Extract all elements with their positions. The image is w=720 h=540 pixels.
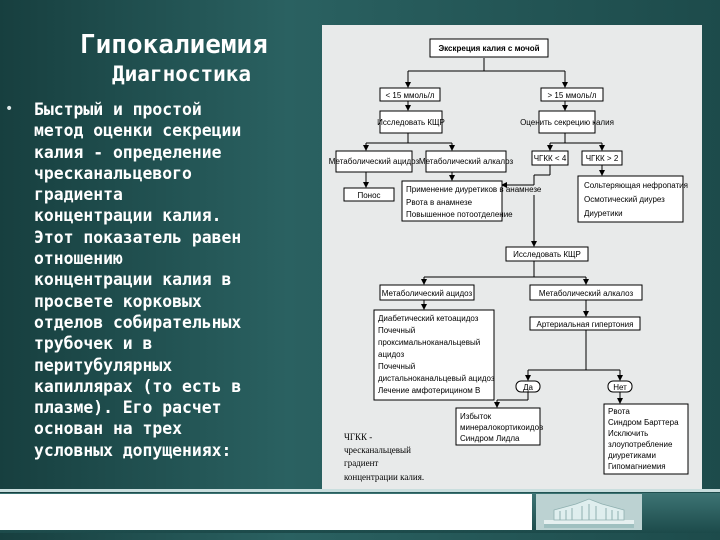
flowchart-boxes <box>335 38 689 475</box>
body-line: метод оценки секреции <box>34 121 242 141</box>
no-cause: злоупотребление <box>608 440 673 449</box>
node-metab-acidosis-2: Метаболический ацидоз <box>382 289 473 298</box>
node-sweating: Повышенное потоотделение <box>406 210 513 219</box>
node-investigate-kshr-2: Исследовать КЩР <box>513 250 581 259</box>
body-line: основан на трех <box>34 419 183 439</box>
yes-cause: Избыток <box>460 412 492 421</box>
node-diarrhea: Понос <box>357 191 380 200</box>
footnote-line: концентрации калия. <box>344 472 424 482</box>
footnote-line: ЧГКК - <box>344 432 372 442</box>
acidosis-cause: дистальноканальцевый ацидоз <box>378 374 495 383</box>
no-cause: диуретиками <box>608 451 656 460</box>
body-line: отношению <box>34 249 123 269</box>
bullet-marker: • <box>5 101 14 117</box>
node-low: < 15 ммоль/л <box>385 91 434 100</box>
node-metab-alkalosis: Метаболический алкалоз <box>419 157 514 166</box>
node-investigate-kshr: Исследовать КЩР <box>377 118 445 127</box>
flowchart-labels: Экскреция калия с мочой < 15 ммоль/л > 1… <box>329 44 688 471</box>
body-line: градиента <box>34 185 123 205</box>
node-metab-acidosis: Метаболический ацидоз <box>329 157 420 166</box>
body-line: концентрации калия. <box>34 206 222 226</box>
node-diuretics-2: Диуретики <box>584 209 623 218</box>
body-line: чресканальцевого <box>34 163 192 183</box>
no-cause: Синдром Барттера <box>608 418 679 427</box>
acidosis-cause: ацидоз <box>378 350 405 359</box>
slide-title: Гипокалиемия <box>80 30 268 60</box>
node-no: Нет <box>613 383 627 392</box>
body-line: Этот показатель равен <box>34 227 242 247</box>
node-hypertension: Артериальная гипертония <box>537 320 634 329</box>
body-line: перитубулярных <box>34 355 173 375</box>
yes-cause: минералокортикоидов <box>460 423 543 432</box>
acidosis-cause: Почечный <box>378 362 415 371</box>
body-line: трубочек и в <box>34 334 153 354</box>
node-ttkg-low: ЧГКК < 4 <box>534 154 567 163</box>
acidosis-cause: проксимальноканальцевый <box>378 338 480 347</box>
footnote-line: чресканальцевый <box>344 445 411 455</box>
acidosis-cause: Лечение амфотерицином В <box>378 386 480 395</box>
no-cause: Исключить <box>608 429 648 438</box>
acidosis-cause: Диабетический кетоацидоз <box>378 314 479 323</box>
no-cause: Гипомагниемия <box>608 462 666 471</box>
node-vomiting: Рвота в анамнезе <box>406 198 473 207</box>
node-diuretics: Применение диуретиков в анамнезе <box>406 185 542 194</box>
slide-subtitle: Диагностика <box>112 62 252 86</box>
node-metab-alkalosis-2: Метаболический алкалоз <box>539 289 634 298</box>
body-text: Быстрый и простой метод оценки секреции … <box>34 99 319 461</box>
yes-cause: Синдром Лидла <box>460 434 520 443</box>
body-line: просвете корковых <box>34 291 202 311</box>
footer-white-strip <box>0 494 532 530</box>
node-assess-secretion: Оценить секрецию калия <box>520 118 614 127</box>
building-logo-icon <box>536 494 642 530</box>
flowchart: Экскреция калия с мочой < 15 ммоль/л > 1… <box>329 38 689 482</box>
node-root: Экскреция калия с мочой <box>438 44 539 53</box>
node-ttkg-high: ЧГКК > 2 <box>586 154 619 163</box>
body-line: капиллярах (то есть в <box>34 376 242 396</box>
body-line: отделов собирательных <box>34 312 242 332</box>
body-line: плазме). Его расчет <box>34 398 222 418</box>
node-salt-wasting: Сольтеряющая нефропатия <box>584 181 688 190</box>
body-line: концентрации калия в <box>34 270 232 290</box>
flowchart-panel: Экскреция калия с мочой < 15 ммоль/л > 1… <box>322 25 702 490</box>
body-line: калия - определение <box>34 142 222 162</box>
footer-divider <box>0 489 720 492</box>
node-yes: Да <box>523 383 533 392</box>
node-high: > 15 ммоль/л <box>547 91 596 100</box>
footnote-line: градиент <box>344 458 378 468</box>
flowchart-connectors <box>363 58 623 408</box>
body-line: Быстрый и простой <box>34 100 202 119</box>
body-line: условных допущениях: <box>34 440 232 460</box>
node-osmotic-diuresis: Осмотический диурез <box>584 195 665 204</box>
acidosis-cause: Почечный <box>378 326 415 335</box>
footnote: ЧГКК - чресканальцевый градиент концентр… <box>344 432 424 482</box>
no-cause: Рвота <box>608 407 630 416</box>
